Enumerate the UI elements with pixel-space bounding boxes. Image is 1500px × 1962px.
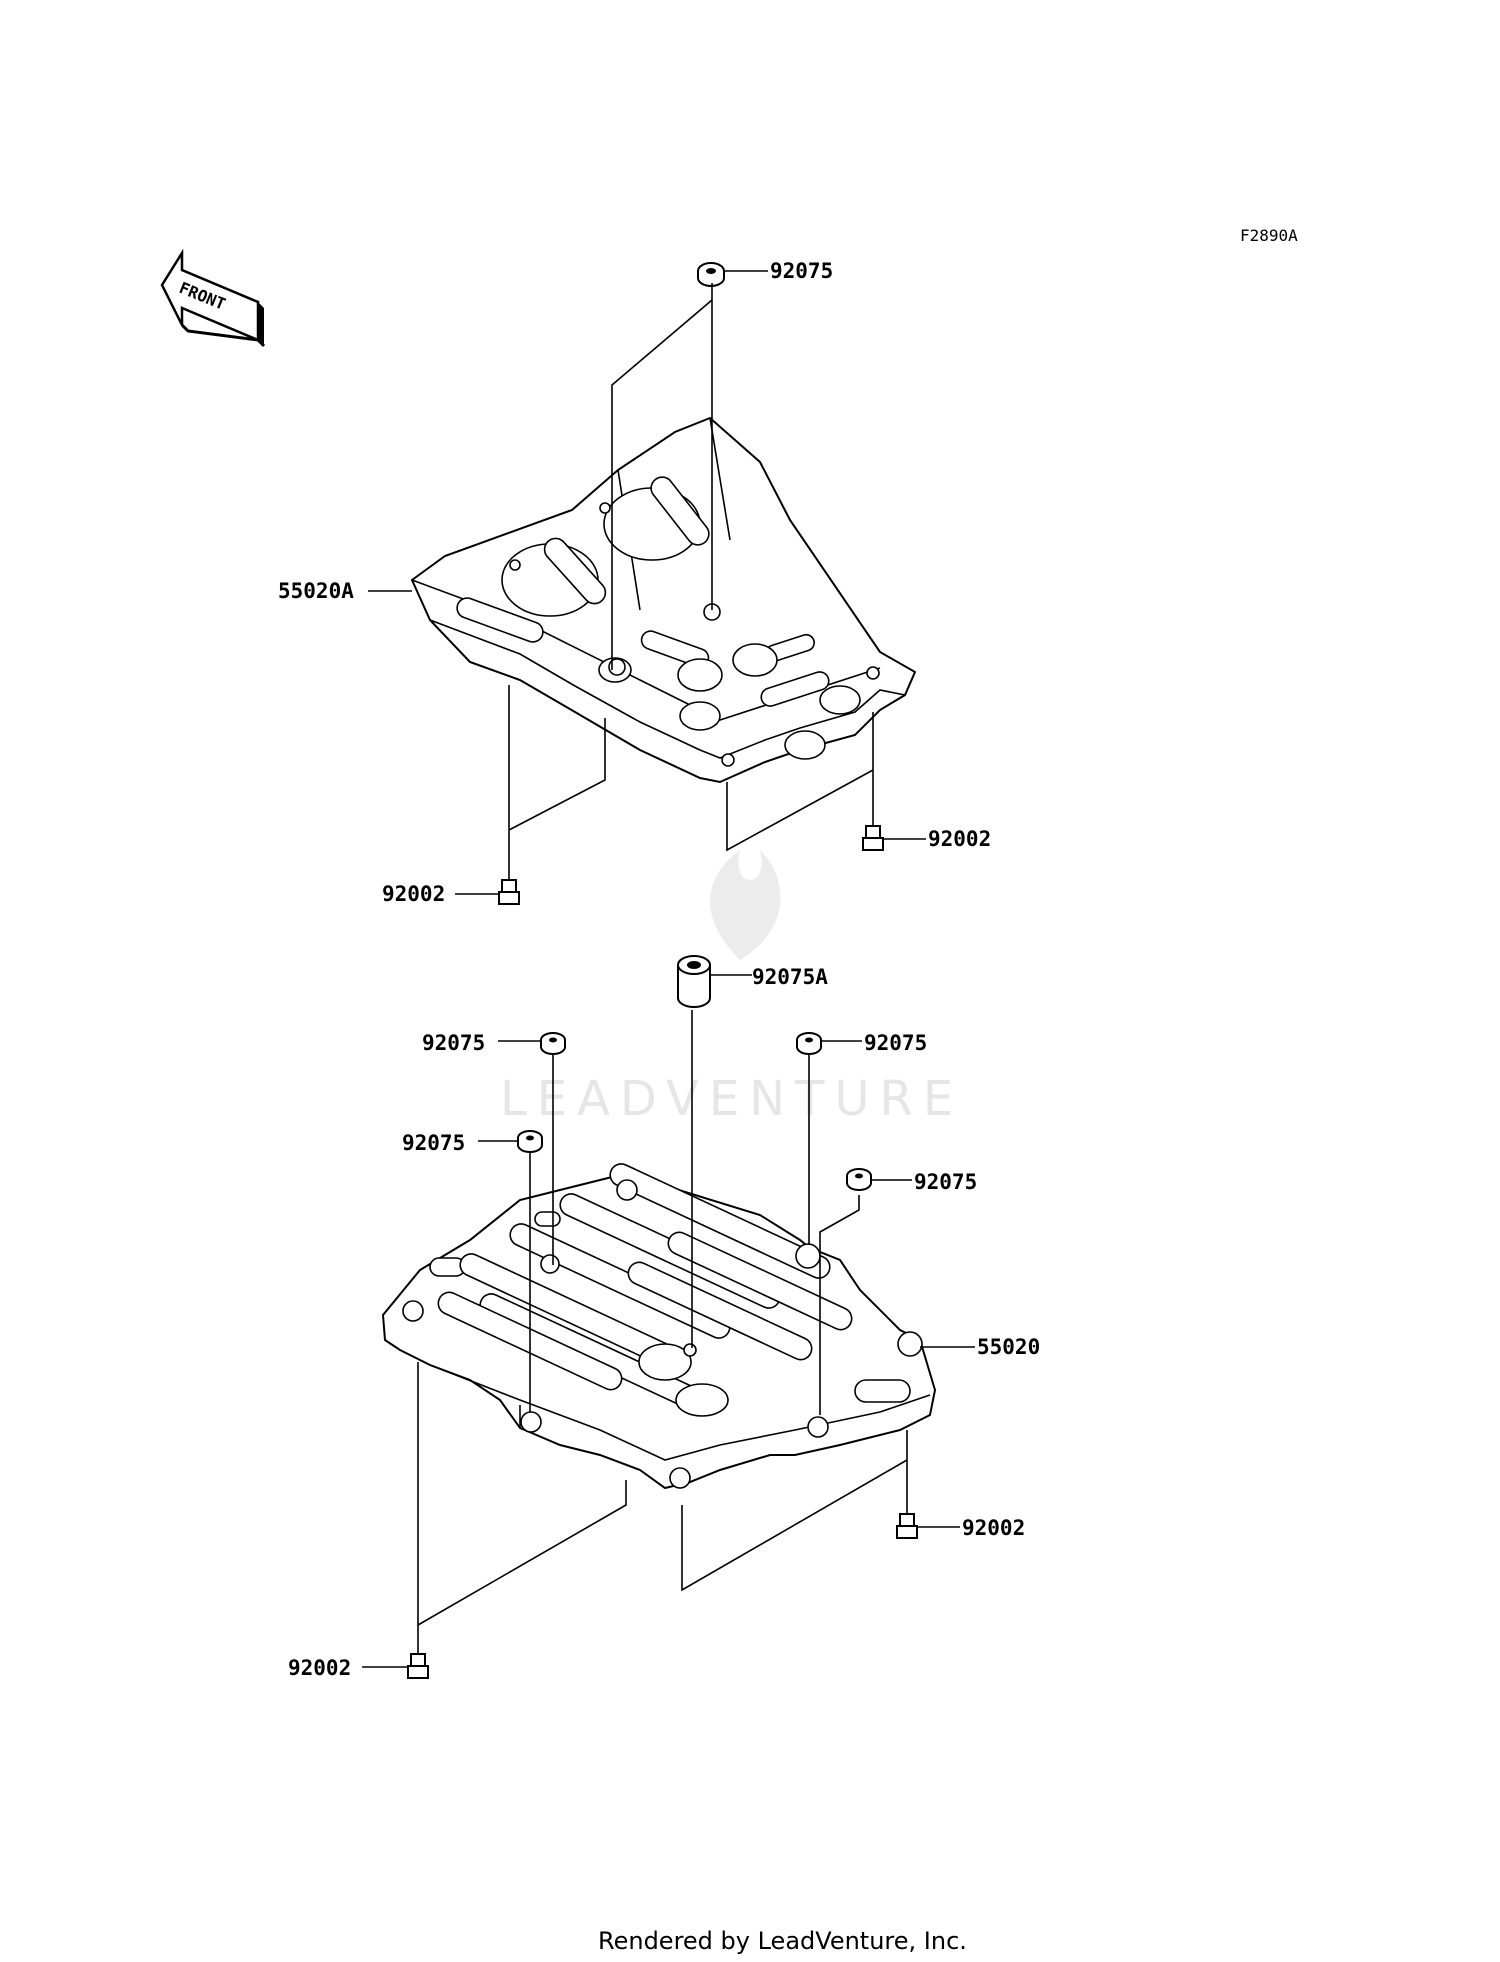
washer-icon	[796, 1032, 822, 1055]
washer-icon	[846, 1168, 872, 1191]
callout-upper-washer: 92075	[770, 259, 833, 283]
watermark: LEADVENTURE	[500, 850, 963, 1127]
skid-plate-upper	[410, 416, 917, 784]
callout-lower-washer-3: 92075	[864, 1031, 927, 1055]
collar-icon	[677, 955, 711, 1008]
front-arrow-icon: FRONT	[160, 248, 266, 348]
callout-lower-washer-4: 92075	[914, 1170, 977, 1194]
bolt-icon	[498, 879, 520, 905]
skid-plate-lower	[381, 1163, 937, 1490]
callout-lower-bolt-left: 92002	[288, 1656, 351, 1680]
footer-credit: Rendered by LeadVenture, Inc.	[598, 1927, 967, 1955]
callout-lower-washer-2: 92075	[402, 1131, 465, 1155]
bolt-icon	[896, 1513, 918, 1539]
callout-lower-bolt-right: 92002	[962, 1516, 1025, 1540]
callout-lower-plate: 55020	[977, 1335, 1040, 1359]
bolt-icon	[407, 1653, 429, 1679]
bolt-icon	[862, 825, 884, 851]
washer-icon	[517, 1130, 543, 1153]
callout-upper-plate: 55020A	[278, 579, 354, 603]
callout-lower-washer-1: 92075	[422, 1031, 485, 1055]
callout-lower-collar: 92075A	[752, 965, 828, 989]
watermark-text: LEADVENTURE	[500, 1071, 963, 1127]
washer-icon	[540, 1032, 566, 1055]
washer-icon	[697, 262, 725, 287]
watermark-flame-icon	[710, 850, 781, 960]
figure-code: F2890A	[1240, 226, 1298, 245]
callout-upper-bolt-left: 92002	[382, 882, 445, 906]
callout-upper-bolt-right: 92002	[928, 827, 991, 851]
